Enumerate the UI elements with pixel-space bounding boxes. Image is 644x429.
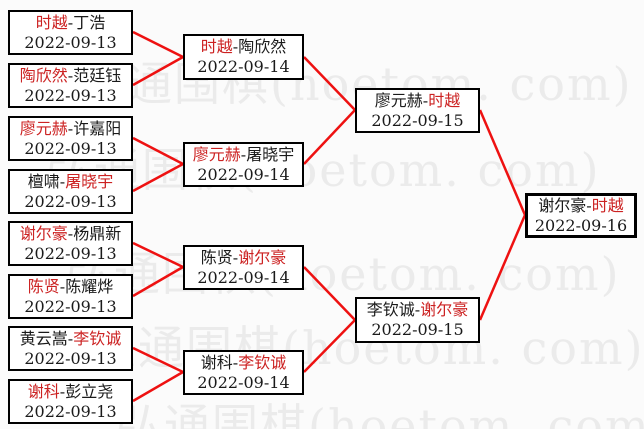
match-box-qf-2: 廖元赫-屠晓宇 2022-09-14 xyxy=(183,142,304,187)
match-date: 2022-09-14 xyxy=(197,164,290,184)
vs-dash: - xyxy=(67,12,74,32)
player2-name: 彭立尧 xyxy=(65,381,114,401)
player2-name: 时越 xyxy=(591,195,624,215)
match-players: 谢尔豪-时越 xyxy=(538,196,623,216)
match-date: 2022-09-13 xyxy=(24,243,117,263)
match-date: 2022-09-13 xyxy=(24,138,117,158)
match-players: 廖元赫-屠晓宇 xyxy=(193,145,294,165)
vs-dash: - xyxy=(232,352,239,372)
match-box-r16-1: 时越-丁浩 2022-09-13 xyxy=(8,10,133,55)
match-players: 黄云嵩-李钦诚 xyxy=(20,329,121,349)
player1-name: 黄云嵩 xyxy=(19,328,68,348)
match-date: 2022-09-13 xyxy=(24,85,117,105)
match-box-r16-8: 谢科-彭立尧 2022-09-13 xyxy=(8,379,133,424)
match-players: 时越-丁浩 xyxy=(36,13,105,33)
match-players: 陈贤-谢尔豪 xyxy=(201,248,286,268)
vs-dash: - xyxy=(67,65,74,85)
match-date: 2022-09-14 xyxy=(197,267,290,287)
vs-dash: - xyxy=(59,171,66,191)
player1-name: 廖元赫 xyxy=(19,118,68,138)
vs-dash: - xyxy=(59,276,66,296)
player2-name: 时越 xyxy=(428,90,461,110)
match-box-final: 谢尔豪-时越 2022-09-16 xyxy=(525,193,637,238)
player1-name: 时越 xyxy=(35,12,68,32)
match-box-qf-1: 时越-陶欣然 2022-09-14 xyxy=(183,34,304,80)
match-date: 2022-09-13 xyxy=(24,191,117,211)
vs-dash: - xyxy=(240,144,247,164)
match-players: 谢科-李钦诚 xyxy=(201,353,286,373)
match-date: 2022-09-15 xyxy=(371,320,464,339)
match-players: 廖元赫-许嘉阳 xyxy=(20,119,121,139)
vs-dash: - xyxy=(422,90,429,110)
match-players: 谢科-彭立尧 xyxy=(28,382,113,402)
match-box-sf-1: 廖元赫-时越 2022-09-15 xyxy=(355,88,480,133)
match-date: 2022-09-14 xyxy=(197,372,290,392)
player1-name: 檀啸 xyxy=(27,171,60,191)
match-date: 2022-09-13 xyxy=(24,296,117,316)
match-date: 2022-09-13 xyxy=(24,32,117,52)
player1-name: 陶欣然 xyxy=(19,65,68,85)
match-date: 2022-09-16 xyxy=(534,215,628,235)
match-box-r16-7: 黄云嵩-李钦诚 2022-09-13 xyxy=(8,326,133,371)
player1-name: 谢尔豪 xyxy=(19,223,68,243)
player1-name: 时越 xyxy=(200,37,233,56)
vs-dash: - xyxy=(67,328,74,348)
player2-name: 范廷钰 xyxy=(73,65,122,85)
watermark-text: 弘通围棋(hoetom. com) xyxy=(116,399,644,429)
match-box-sf-2: 李钦诚-谢尔豪 2022-09-15 xyxy=(355,297,480,343)
match-box-qf-3: 陈贤-谢尔豪 2022-09-14 xyxy=(183,245,304,290)
match-players: 陈贤-陈耀烨 xyxy=(28,277,113,297)
player1-name: 谢尔豪 xyxy=(538,195,587,215)
player2-name: 屠晓宇 xyxy=(246,144,295,164)
match-box-r16-6: 陈贤-陈耀烨 2022-09-13 xyxy=(8,274,133,319)
player2-name: 李钦诚 xyxy=(73,328,122,348)
match-players: 檀啸-屠晓宇 xyxy=(28,172,113,192)
match-players: 谢尔豪-杨鼎新 xyxy=(20,224,121,244)
vs-dash: - xyxy=(232,37,239,56)
player1-name: 陈贤 xyxy=(200,247,233,267)
match-box-qf-4: 谢科-李钦诚 2022-09-14 xyxy=(183,350,304,395)
match-box-r16-5: 谢尔豪-杨鼎新 2022-09-13 xyxy=(8,221,133,266)
match-players: 廖元赫-时越 xyxy=(375,91,460,111)
vs-dash: - xyxy=(414,300,421,319)
match-date: 2022-09-14 xyxy=(197,57,290,76)
match-date: 2022-09-15 xyxy=(371,110,464,130)
watermark-text: 弘通围棋(hoetom. com) xyxy=(78,57,633,111)
player1-name: 陈贤 xyxy=(27,276,60,296)
match-box-r16-2: 陶欣然-范廷钰 2022-09-13 xyxy=(8,63,133,108)
player2-name: 陶欣然 xyxy=(238,37,287,56)
match-players: 时越-陶欣然 xyxy=(201,37,286,57)
match-players: 李钦诚-谢尔豪 xyxy=(367,300,468,320)
player2-name: 丁浩 xyxy=(73,12,106,32)
match-date: 2022-09-13 xyxy=(24,348,117,368)
player1-name: 廖元赫 xyxy=(192,144,241,164)
vs-dash: - xyxy=(59,381,66,401)
vs-dash: - xyxy=(67,118,74,138)
player1-name: 谢科 xyxy=(200,352,233,372)
vs-dash: - xyxy=(232,247,239,267)
player2-name: 杨鼎新 xyxy=(73,223,122,243)
match-box-r16-4: 檀啸-屠晓宇 2022-09-13 xyxy=(8,169,133,214)
player1-name: 谢科 xyxy=(27,381,60,401)
player2-name: 谢尔豪 xyxy=(420,300,469,319)
player2-name: 许嘉阳 xyxy=(73,118,122,138)
player2-name: 李钦诚 xyxy=(238,352,287,372)
player1-name: 李钦诚 xyxy=(366,300,415,319)
match-players: 陶欣然-范廷钰 xyxy=(20,66,121,86)
match-date: 2022-09-13 xyxy=(24,401,117,421)
match-box-r16-3: 廖元赫-许嘉阳 2022-09-13 xyxy=(8,116,133,161)
player2-name: 谢尔豪 xyxy=(238,247,287,267)
player2-name: 陈耀烨 xyxy=(65,276,114,296)
player2-name: 屠晓宇 xyxy=(65,171,114,191)
player1-name: 廖元赫 xyxy=(374,90,423,110)
vs-dash: - xyxy=(67,223,74,243)
vs-dash: - xyxy=(586,195,592,215)
